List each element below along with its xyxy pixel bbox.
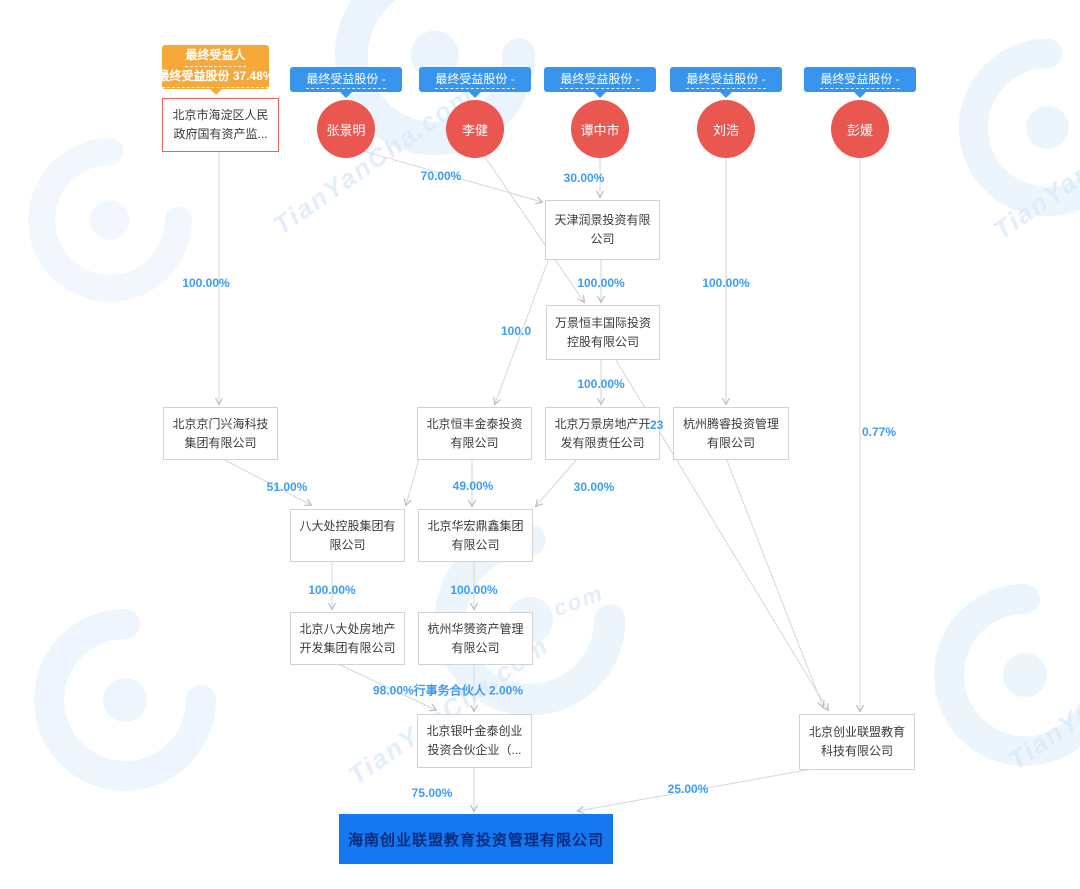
edge-label-tan-tianjin: 30.00% [563, 171, 605, 185]
edge-label-liu-tengrui: 100.00% [702, 276, 750, 290]
company-node-hangzhou-huayun[interactable]: 杭州华赟资产管理 有限公司 [418, 612, 533, 665]
node-text: 北京银叶金泰创业 [426, 724, 523, 738]
node-text: 八大处控股集团有 [299, 518, 396, 533]
node-text: 北京市海淀区人民 [172, 108, 269, 122]
ultimate-beneficiary-badge-line1: 最终受益人 [185, 46, 246, 67]
edge-label-wanjinghf-wanjingre: 100.00% [577, 377, 625, 391]
node-text: 公司 [590, 232, 615, 246]
node-text: 北京华宏鼎鑫集团 [427, 518, 524, 533]
ultimate-beneficiary-badge-line2: 最终受益股份 37.48% [157, 67, 274, 88]
share-badge-peng[interactable]: 最终受益股份 - [804, 67, 916, 92]
node-text: 投资合伙企业（... [427, 743, 522, 757]
company-node-tianjin-runjing[interactable]: 天津润景投资有限 公司 [545, 200, 660, 260]
person-node-liuhao[interactable]: 刘浩 [697, 100, 755, 158]
edge-label-hengfeng-huahong: 49.00% [452, 479, 494, 493]
node-text: 北京八大处房地产 [299, 621, 396, 636]
company-node-wanjing-realestate[interactable]: 北京万景房地产开 发有限责任公司 [545, 407, 660, 460]
edge-label-tianjin-wanjinghf: 100.00% [577, 276, 625, 290]
edge-label-gov-jingmen: 100.00% [182, 276, 230, 290]
edge-label-huahong-huayun: 100.00% [450, 583, 498, 597]
node-text: 限公司 [329, 537, 366, 552]
edge-label-yinye-target: 75.00% [411, 786, 453, 800]
node-text: 万景恒丰国际投资 [554, 315, 651, 330]
node-text: 北京万景房地产开 [554, 416, 651, 431]
person-node-lijian[interactable]: 李健 [446, 100, 504, 158]
edge-label-partners-yinye: 98.00%行事务合伙人 2.00% [372, 683, 524, 698]
target-company-name: 海南创业联盟教育投资管理有限公司 [347, 831, 604, 849]
share-badge-label: 最终受益股份 - [435, 70, 515, 89]
share-badge-label: 最终受益股份 - [686, 70, 766, 89]
person-node-zhangjingming[interactable]: 张景明 [317, 100, 375, 158]
node-text: 天津润景投资有限 [554, 213, 651, 227]
edge-label-badachu-badachure: 100.00% [308, 583, 356, 597]
edge-label-jingmen-badachu: 51.00% [266, 480, 308, 494]
share-badge-zhang[interactable]: 最终受益股份 - [290, 67, 402, 92]
share-badge-liu[interactable]: 最终受益股份 - [670, 67, 782, 92]
person-name: 张景明 [326, 122, 366, 138]
company-node-chuangye-lianmeng-edu[interactable]: 北京创业联盟教育 科技有限公司 [799, 714, 915, 770]
node-text: 发有限责任公司 [560, 435, 645, 450]
node-text: 集团有限公司 [184, 435, 257, 450]
person-node-tanzhongshi[interactable]: 谭中市 [571, 100, 629, 158]
company-node-yinye-jintai-partnership[interactable]: 北京银叶金泰创业 投资合伙企业（... [417, 714, 532, 768]
edge-label-wanjinghf-chuanglian: .23 [646, 418, 664, 432]
share-badge-li[interactable]: 最终受益股份 - [419, 67, 531, 92]
node-root-gov-shareholder[interactable]: 北京市海淀区人民 政府国有资产监... [162, 98, 279, 152]
company-node-badachu-realestate[interactable]: 北京八大处房地产 开发集团有限公司 [290, 612, 405, 665]
node-text: 有限公司 [451, 537, 500, 552]
target-company-node[interactable]: 海南创业联盟教育投资管理有限公司 [339, 814, 613, 864]
share-badge-label: 最终受益股份 - [560, 70, 640, 89]
person-name: 彭媛 [846, 122, 873, 138]
node-text: 北京恒丰金泰投资 [426, 416, 523, 431]
edge-label-chuanglian-target: 25.00% [667, 782, 709, 796]
edge-label-wanjingre-huahong: 30.00% [573, 480, 615, 494]
person-name: 李健 [461, 122, 488, 138]
node-text: 有限公司 [706, 435, 755, 450]
edge-label-zhang-tianjin: 70.00% [420, 169, 462, 183]
node-text: 科技有限公司 [820, 744, 893, 758]
company-node-hangzhou-tengrui[interactable]: 杭州腾睿投资管理 有限公司 [673, 407, 789, 460]
company-node-hengfeng-jintai[interactable]: 北京恒丰金泰投资 有限公司 [417, 407, 532, 460]
edge-label-peng-chuanglian: 0.77% [861, 425, 897, 439]
person-name: 谭中市 [580, 122, 620, 138]
share-badge-label: 最终受益股份 - [820, 70, 900, 89]
company-node-badachu-holding[interactable]: 八大处控股集团有 限公司 [290, 509, 405, 562]
node-text: 北京京门兴海科技 [172, 416, 269, 431]
ultimate-beneficiary-badge[interactable]: 最终受益人 最终受益股份 37.48% [157, 45, 274, 89]
node-text: 控股有限公司 [566, 334, 639, 349]
person-node-pengyuan[interactable]: 彭媛 [831, 100, 889, 158]
edge-label-tianjin-hengfeng: 100.0 [500, 324, 532, 338]
person-name: 刘浩 [712, 122, 739, 138]
node-text: 杭州腾睿投资管理 [682, 416, 779, 431]
share-badge-tan[interactable]: 最终受益股份 - [544, 67, 656, 92]
company-node-jingmen-xinghai[interactable]: 北京京门兴海科技 集团有限公司 [163, 407, 278, 460]
company-node-wanjing-hengfeng[interactable]: 万景恒丰国际投资 控股有限公司 [546, 305, 660, 360]
node-text: 杭州华赟资产管理 [427, 621, 524, 636]
node-text: 开发集团有限公司 [299, 640, 396, 655]
node-text: 有限公司 [450, 435, 499, 450]
node-text: 北京创业联盟教育 [808, 725, 905, 739]
share-badge-label: 最终受益股份 - [306, 70, 386, 89]
node-text: 政府国有资产监... [173, 127, 268, 141]
node-text: 有限公司 [451, 640, 500, 655]
company-node-huahong-dingxin[interactable]: 北京华宏鼎鑫集团 有限公司 [418, 509, 533, 562]
